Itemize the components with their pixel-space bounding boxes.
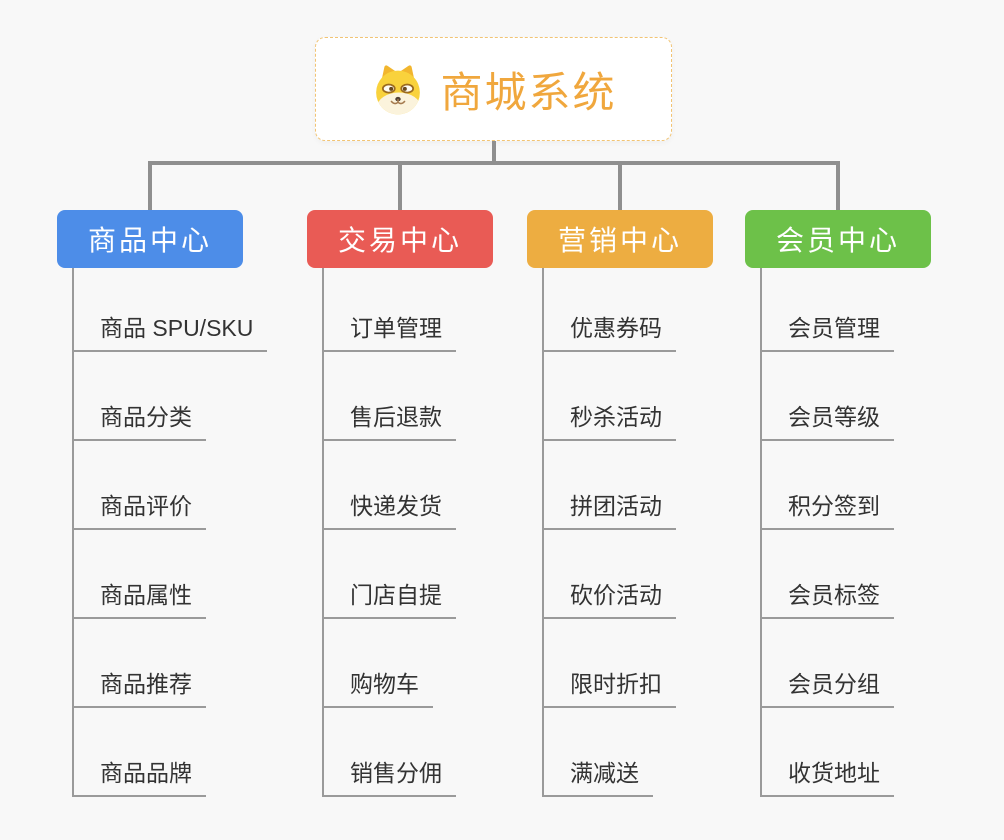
branch-product: 商品中心 商品 SPU/SKU 商品分类 商品评价 商品属性 商品推荐 商品品牌 (57, 210, 268, 797)
leaf-node[interactable]: 会员标签 (760, 530, 931, 619)
leaf-label: 购物车 (322, 665, 433, 708)
leaf-label: 商品推荐 (72, 665, 206, 708)
leaf-label: 门店自提 (322, 576, 456, 619)
connector-bus (148, 161, 840, 165)
leaf-label: 销售分佣 (322, 754, 456, 797)
branch-marketing: 营销中心 优惠券码 秒杀活动 拼团活动 砍价活动 限时折扣 满减送 (527, 210, 713, 797)
leaf-node[interactable]: 会员分组 (760, 619, 931, 708)
branch-spine (322, 268, 324, 797)
leaf-label: 拼团活动 (542, 487, 676, 530)
leaf-label: 满减送 (542, 754, 653, 797)
leaf-label: 砍价活动 (542, 576, 676, 619)
branch-leaves: 会员管理 会员等级 积分签到 会员标签 会员分组 收货地址 (760, 268, 931, 797)
leaf-label: 收货地址 (760, 754, 894, 797)
leaf-label: 会员等级 (760, 398, 894, 441)
branch-node-trade[interactable]: 交易中心 (307, 210, 493, 268)
leaf-label: 商品 SPU/SKU (72, 309, 268, 352)
leaf-node[interactable]: 商品品牌 (72, 708, 243, 797)
leaf-node[interactable]: 秒杀活动 (542, 352, 713, 441)
leaf-label: 优惠券码 (542, 309, 676, 352)
doge-icon (376, 65, 421, 115)
leaf-node[interactable]: 积分签到 (760, 441, 931, 530)
root-node[interactable]: 商城系统 (315, 37, 672, 141)
branch-node-member[interactable]: 会员中心 (745, 210, 931, 268)
leaf-node[interactable]: 销售分佣 (322, 708, 493, 797)
leaf-node[interactable]: 商品评价 (72, 441, 243, 530)
leaf-node[interactable]: 门店自提 (322, 530, 493, 619)
branch-leaves: 优惠券码 秒杀活动 拼团活动 砍价活动 限时折扣 满减送 (542, 268, 713, 797)
leaf-node[interactable]: 会员等级 (760, 352, 931, 441)
leaf-label: 会员管理 (760, 309, 894, 352)
leaf-label: 商品属性 (72, 576, 206, 619)
leaf-node[interactable]: 订单管理 (322, 268, 493, 352)
branch-leaves: 订单管理 售后退款 快递发货 门店自提 购物车 销售分佣 (322, 268, 493, 797)
leaf-label: 订单管理 (322, 309, 456, 352)
connector-root-stem (492, 141, 496, 163)
leaf-label: 商品评价 (72, 487, 206, 530)
branch-spine (72, 268, 74, 797)
leaf-node[interactable]: 砍价活动 (542, 530, 713, 619)
connector-drop-product (148, 165, 152, 210)
branch-trade: 交易中心 订单管理 售后退款 快递发货 门店自提 购物车 销售分佣 (307, 210, 493, 797)
leaf-node[interactable]: 优惠券码 (542, 268, 713, 352)
leaf-label: 售后退款 (322, 398, 456, 441)
leaf-label: 会员分组 (760, 665, 894, 708)
leaf-node[interactable]: 购物车 (322, 619, 493, 708)
leaf-label: 会员标签 (760, 576, 894, 619)
connector-drop-member (836, 165, 840, 210)
leaf-label: 快递发货 (322, 487, 456, 530)
leaf-label: 商品分类 (72, 398, 206, 441)
branch-spine (760, 268, 762, 797)
leaf-label: 商品品牌 (72, 754, 206, 797)
connector-drop-trade (398, 165, 402, 210)
leaf-label: 限时折扣 (542, 665, 676, 708)
branch-node-product[interactable]: 商品中心 (57, 210, 243, 268)
leaf-node[interactable]: 会员管理 (760, 268, 931, 352)
leaf-label: 秒杀活动 (542, 398, 676, 441)
leaf-node[interactable]: 商品 SPU/SKU (72, 268, 268, 352)
leaf-node[interactable]: 商品属性 (72, 530, 243, 619)
leaf-node[interactable]: 快递发货 (322, 441, 493, 530)
leaf-node[interactable]: 满减送 (542, 708, 713, 797)
leaf-node[interactable]: 售后退款 (322, 352, 493, 441)
branch-member: 会员中心 会员管理 会员等级 积分签到 会员标签 会员分组 收货地址 (745, 210, 931, 797)
leaf-node[interactable]: 拼团活动 (542, 441, 713, 530)
branch-spine (542, 268, 544, 797)
leaf-node[interactable]: 限时折扣 (542, 619, 713, 708)
leaf-label: 积分签到 (760, 487, 894, 530)
root-title: 商城系统 (440, 68, 617, 116)
branch-node-marketing[interactable]: 营销中心 (527, 210, 713, 268)
leaf-node[interactable]: 商品推荐 (72, 619, 243, 708)
leaf-node[interactable]: 商品分类 (72, 352, 243, 441)
leaf-node[interactable]: 收货地址 (760, 708, 931, 797)
branch-leaves: 商品 SPU/SKU 商品分类 商品评价 商品属性 商品推荐 商品品牌 (72, 268, 268, 797)
connector-drop-marketing (618, 165, 622, 210)
